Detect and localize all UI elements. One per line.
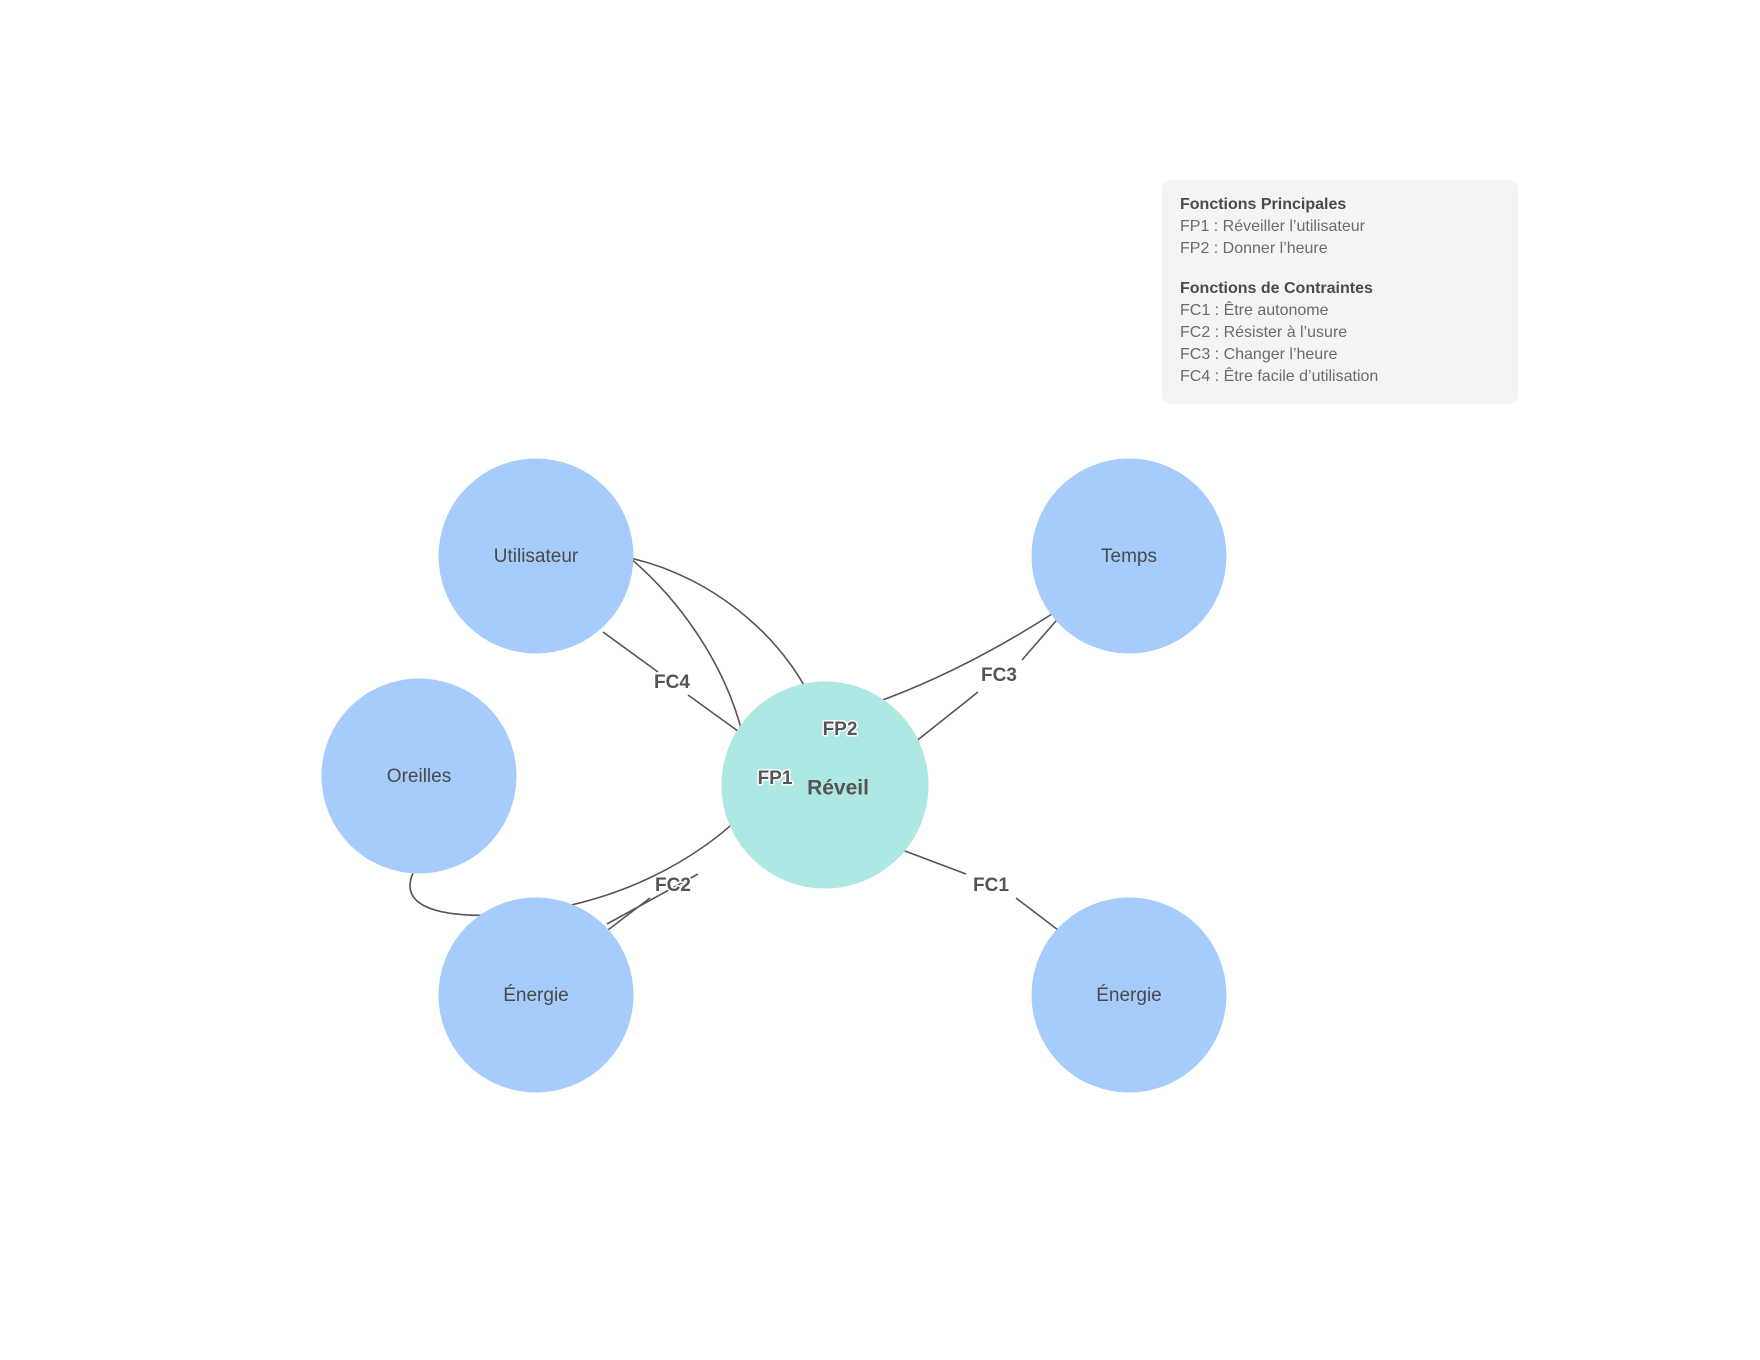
- node-energie-bas-gauche[interactable]: Énergie: [438, 897, 634, 1093]
- node-energie-bas-droite-circle[interactable]: [1031, 897, 1227, 1093]
- legend-item-fp2: FP2 : Donner l’heure: [1180, 240, 1328, 257]
- node-reveil-circle[interactable]: [721, 681, 929, 889]
- edge-label-fp2: FP2: [823, 719, 858, 740]
- node-oreilles[interactable]: Oreilles: [321, 678, 517, 874]
- node-reveil-label: Réveil: [807, 777, 869, 800]
- legend-item-fc1: FC1 : Être autonome: [1180, 302, 1329, 319]
- edge-path-fc2[interactable]: [606, 873, 699, 925]
- legend-heading-contraintes: Fonctions de Contraintes: [1180, 280, 1373, 297]
- node-layer: Utilisateur Temps Oreilles Énergie Énerg…: [321, 458, 1227, 1093]
- node-temps-circle[interactable]: [1031, 458, 1227, 654]
- legend-item-fc2: FC2 : Résister à l’usure: [1180, 324, 1348, 341]
- node-oreilles-label: Oreilles: [387, 766, 451, 787]
- legend-heading-principales: Fonctions Principales: [1180, 196, 1347, 213]
- legend-item-fp1: FP1 : Réveiller l’utilisateur: [1180, 218, 1365, 235]
- edge-path-fc4[interactable]: [602, 631, 659, 673]
- edge-label-fc1: FC1: [973, 875, 1009, 896]
- node-energie-bas-gauche-circle[interactable]: [438, 897, 634, 1093]
- edge-path-fc1[interactable]: [896, 847, 967, 875]
- node-temps-label: Temps: [1101, 546, 1157, 567]
- edge-path-fc3[interactable]: [1021, 613, 1063, 661]
- node-oreilles-circle[interactable]: [321, 678, 517, 874]
- node-temps[interactable]: Temps: [1031, 458, 1227, 654]
- node-utilisateur-label: Utilisateur: [494, 546, 579, 567]
- edge-label-fc4: FC4: [654, 672, 690, 693]
- legend-panel: Fonctions Principales FP1 : Réveiller l’…: [1162, 180, 1518, 404]
- edge-label-fp1: FP1: [758, 768, 793, 789]
- node-reveil[interactable]: [721, 681, 929, 889]
- node-energie-bas-droite[interactable]: Énergie: [1031, 897, 1227, 1093]
- legend-item-fc4: FC4 : Être facile d’utilisation: [1180, 368, 1379, 385]
- legend-divider: [1180, 260, 1500, 278]
- node-utilisateur[interactable]: Utilisateur: [438, 458, 634, 654]
- legend-item-fc3: FC3 : Changer l’heure: [1180, 346, 1338, 363]
- node-utilisateur-circle[interactable]: [438, 458, 634, 654]
- edge-label-layer: FP1 FP2 FC1 FC2 FC3 FC4: [653, 664, 1019, 898]
- edge-label-fc2: FC2: [655, 875, 691, 896]
- node-energie-bas-gauche-label: Énergie: [503, 985, 569, 1006]
- edge-label-fc3: FC3: [981, 665, 1017, 686]
- node-energie-bas-droite-label: Énergie: [1096, 985, 1162, 1006]
